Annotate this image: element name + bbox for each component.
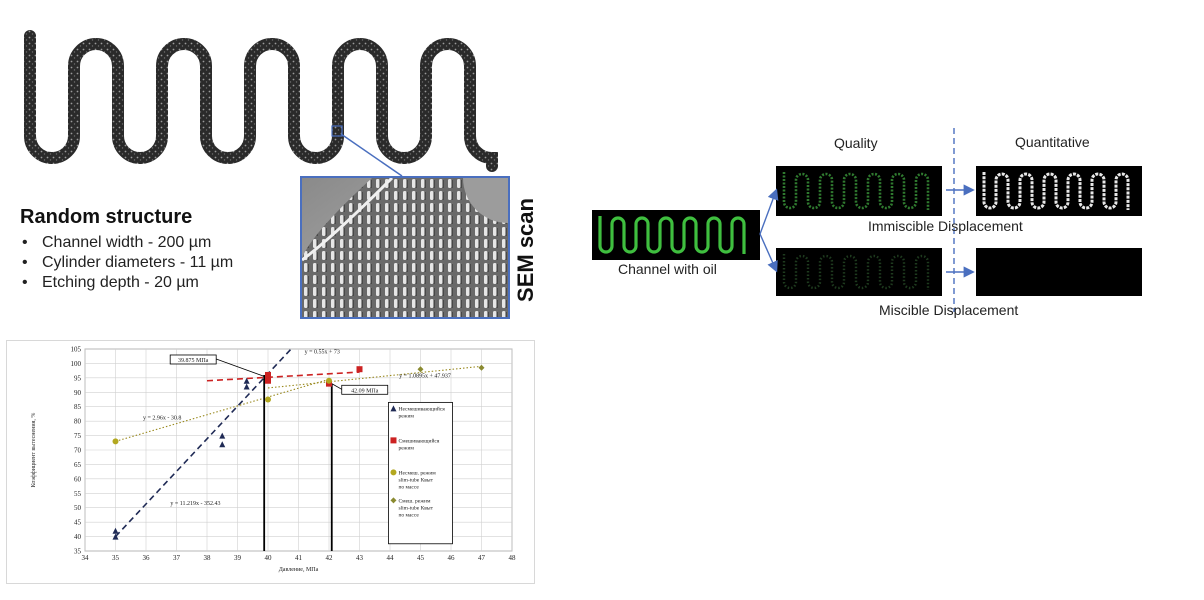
x-tick-label: 35 [112, 554, 120, 562]
y-tick-label: 70 [74, 447, 82, 455]
panel-immiscible-quantitative [976, 166, 1142, 216]
info-bullets: Channel width - 200 µm Cylinder diameter… [20, 233, 300, 293]
legend-label: по массе [398, 512, 419, 518]
data-point [265, 371, 271, 378]
legend-marker [390, 469, 397, 476]
x-tick-label: 34 [82, 554, 90, 562]
bullet-channel-width: Channel width - 200 µm [20, 233, 300, 253]
label-miscible: Miscible Displacement [879, 302, 1019, 318]
data-point [356, 366, 363, 373]
legend-box [388, 401, 453, 545]
trendline-label: y = 0.55x + 73 [305, 349, 340, 355]
data-point [265, 377, 271, 384]
y-tick-label: 85 [74, 403, 82, 411]
x-tick-label: 42 [326, 554, 334, 562]
label-immiscible: Immiscible Displacement [868, 218, 1023, 234]
data-point [112, 527, 119, 534]
trendline-label: y = 2.96x - 30.8 [143, 416, 181, 422]
legend-marker [390, 405, 397, 412]
legend-marker [390, 437, 397, 444]
y-tick-label: 90 [74, 389, 82, 397]
x-tick-label: 39 [234, 554, 242, 562]
y-tick-label: 105 [71, 346, 82, 354]
x-tick-label: 38 [204, 554, 212, 562]
legend-label: Смеш. режим [398, 498, 431, 504]
legend-label: Несмеш. режим [398, 470, 436, 476]
y-tick-label: 45 [74, 519, 82, 527]
label-channel-with-oil: Channel with oil [618, 261, 717, 277]
info-title: Random structure [20, 206, 193, 228]
x-tick-label: 47 [478, 554, 486, 562]
x-tick-label: 36 [143, 554, 151, 562]
sem-scan-label: SEM scan [513, 198, 538, 302]
vertical-marker-leader [216, 358, 265, 377]
y-tick-label: 50 [74, 504, 82, 512]
data-point [219, 441, 226, 448]
legend-label: режим [398, 445, 414, 451]
data-point [112, 438, 119, 445]
trendline-label: y = 1.0895x + 47.937 [399, 373, 451, 379]
x-tick-label: 41 [295, 554, 303, 562]
bullet-etching-depth: Etching depth - 20 µm [20, 273, 300, 293]
vertical-marker-label: 42.09 МПа [351, 388, 379, 394]
vertical-marker-leader [331, 383, 342, 390]
y-tick-label: 55 [74, 490, 82, 498]
y-axis-label: Коэффициент вытеснения, % [30, 413, 37, 488]
x-tick-label: 44 [387, 554, 395, 562]
vertical-marker-label-box [341, 384, 389, 395]
trendline-label: y = 11.219x - 352.43 [170, 501, 220, 507]
panel-channel-oil [592, 210, 760, 260]
x-tick-label: 48 [509, 554, 517, 562]
legend-label: slim-tube Квыт [398, 477, 433, 483]
trendline [267, 365, 482, 389]
y-tick-label: 65 [74, 461, 82, 469]
sem-scan-text: SEM scan [513, 198, 538, 302]
trendline [114, 348, 292, 538]
label-quality: Quality [834, 135, 878, 151]
vertical-marker-label-box [169, 354, 217, 365]
sem-image [300, 176, 510, 319]
x-tick-label: 46 [448, 554, 456, 562]
data-point [265, 396, 271, 403]
legend-label: по массе [398, 484, 419, 490]
data-point [219, 432, 226, 439]
micromodel-serpentine [24, 30, 498, 172]
micromodel-info: Random structure Channel width - 200 µm … [20, 206, 300, 293]
data-point [243, 377, 250, 384]
x-tick-label: 40 [265, 554, 273, 562]
panel-immiscible-quality [776, 166, 942, 216]
trendline [206, 371, 360, 382]
x-tick-label: 37 [173, 554, 181, 562]
bullet-cylinder-diameter: Cylinder diameters - 11 µm [20, 253, 300, 273]
data-point [478, 364, 485, 371]
legend-marker [390, 497, 397, 504]
x-tick-label: 43 [356, 554, 364, 562]
vertical-marker-label: 39.875 МПа [178, 358, 209, 364]
legend-label: Смешивающийся [398, 437, 439, 444]
data-point [112, 533, 119, 540]
panel-miscible-quantitative [976, 248, 1142, 296]
y-tick-label: 35 [74, 548, 82, 556]
data-point [417, 366, 424, 373]
legend-label: Несмешивающийся [398, 405, 445, 412]
panel-miscible-quality [776, 248, 942, 296]
y-tick-label: 75 [74, 432, 82, 440]
y-tick-label: 60 [74, 475, 82, 483]
x-tick-label: 45 [417, 554, 425, 562]
y-tick-label: 80 [74, 418, 82, 426]
y-tick-label: 95 [74, 374, 82, 382]
legend-label: slim-tube Квыт [398, 505, 433, 511]
legend-label: режим [398, 413, 414, 419]
data-point [326, 377, 332, 384]
data-point [243, 383, 250, 390]
x-axis-label: Давление, МПа [279, 567, 319, 573]
y-tick-label: 100 [71, 360, 82, 368]
label-quantitative: Quantitative [1015, 134, 1090, 150]
y-tick-label: 40 [74, 533, 82, 541]
